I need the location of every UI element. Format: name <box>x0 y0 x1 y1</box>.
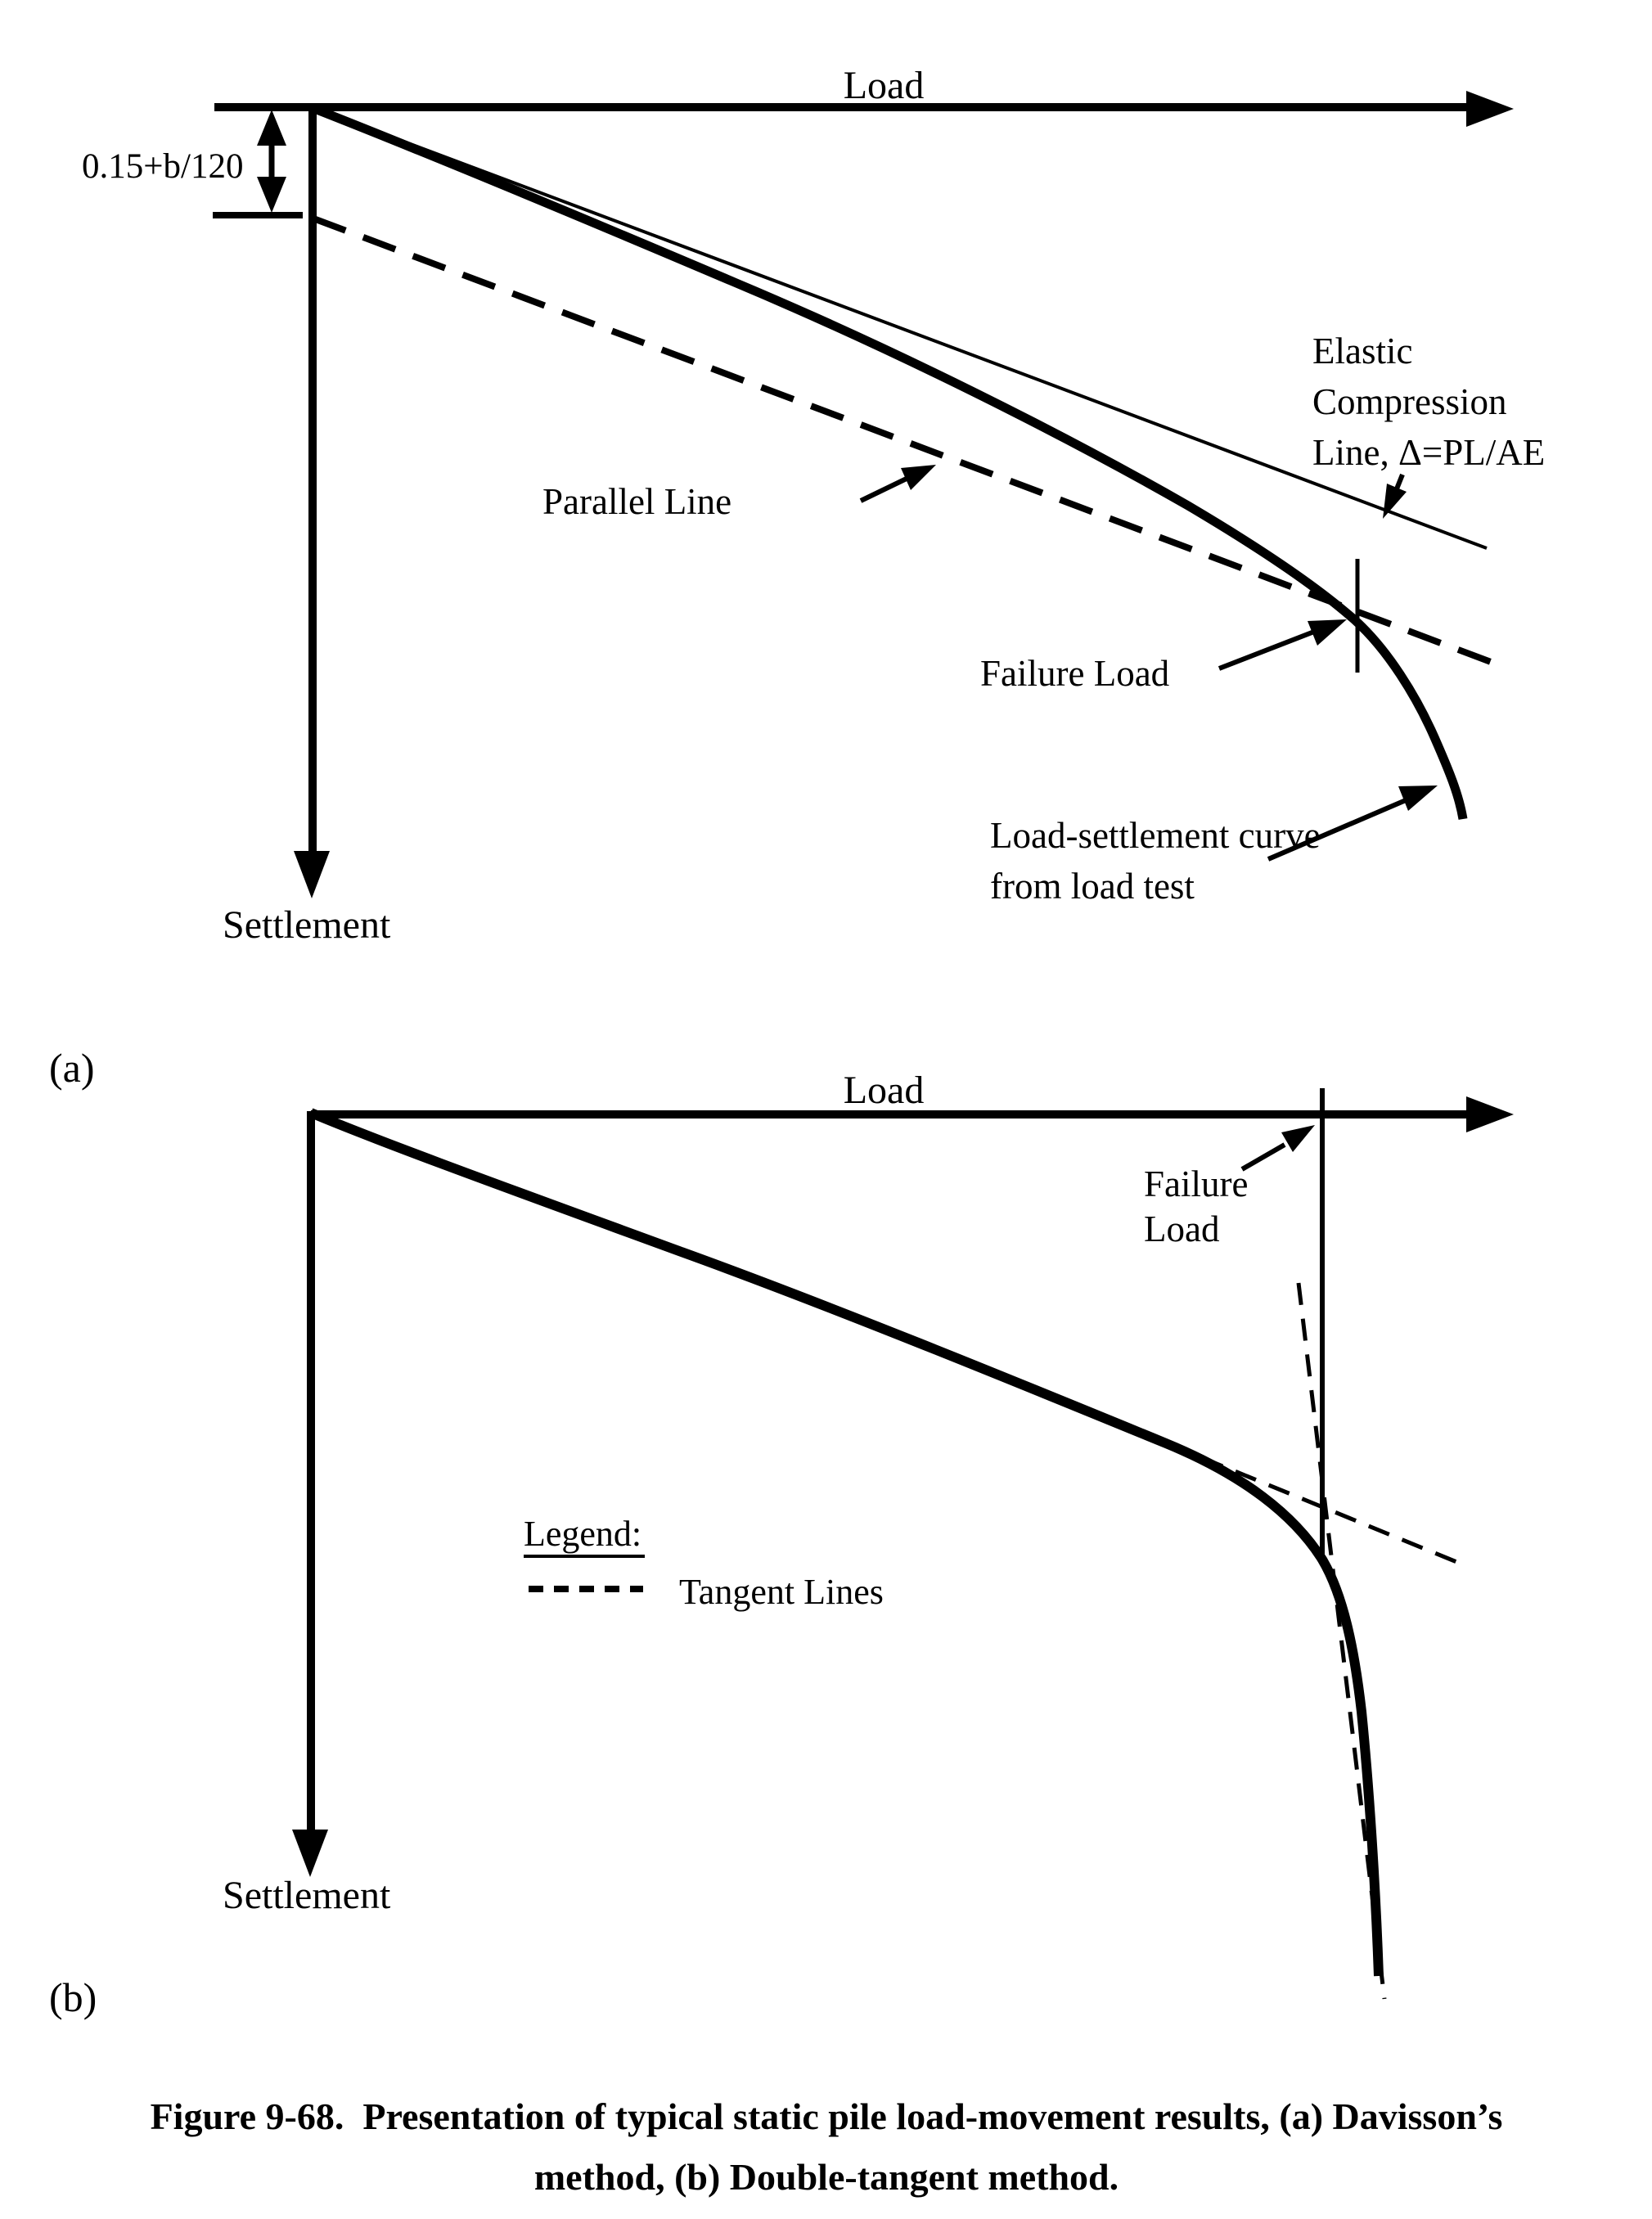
panel-b-settlement-axis-arrow-icon <box>292 1830 328 1877</box>
panel-a-elastic-label-line3: Line, Δ=PL/AE <box>1312 432 1545 473</box>
panel-a-elastic-label-line1: Elastic <box>1312 331 1412 371</box>
panel-a-settlement-axis-label: Settlement <box>223 903 391 947</box>
panel-a-elastic-compression-line <box>312 106 1488 550</box>
panel-b-load-settlement-curve <box>308 1108 1384 1977</box>
panel-b-tangent-line-steep <box>1296 1282 1387 2000</box>
panel-a-curve-arrow-icon <box>1398 785 1438 811</box>
panel-b: Load Settlement Failure Load Legend: Tan… <box>49 1069 1514 2020</box>
panel-a-parallel-arrow-shaft <box>859 474 913 503</box>
caption-line1: Figure 9-68. Presentation of typical sta… <box>151 2095 1503 2137</box>
panel-b-failure-arrow-icon <box>1281 1125 1315 1152</box>
caption-line2: method, (b) Double-tangent method. <box>534 2156 1119 2198</box>
panel-a-failure-load-label: Failure Load <box>980 653 1169 694</box>
panel-a-offset-arrow-up-icon <box>257 110 286 146</box>
panel-a-failure-arrow-shaft <box>1218 629 1316 671</box>
panel-b-legend-item-label: Tangent Lines <box>679 1572 884 1612</box>
panel-a-elastic-arrow-icon <box>1383 484 1407 519</box>
panel-a-settlement-axis-arrow-icon <box>294 851 330 898</box>
panel-a-tag: (a) <box>49 1045 95 1091</box>
panel-b-legend-title: Legend: <box>524 1514 641 1554</box>
panel-a-failure-arrow-icon <box>1308 619 1347 646</box>
panel-a-offset-label: 0.15+b/120 <box>82 147 243 186</box>
panel-a: 0.15+b/120 Load Settlement Elastic Compr… <box>49 64 1545 1091</box>
panel-b-failure-load-label-line2: Load <box>1144 1209 1219 1249</box>
panel-a-offset-arrow-down-icon <box>257 177 286 213</box>
panel-a-curve-label-line2: from load test <box>990 866 1195 907</box>
figure-caption: Figure 9-68. Presentation of typical sta… <box>151 2095 1503 2198</box>
panel-b-load-axis-label: Load <box>844 1069 925 1112</box>
panel-a-curve-arrow-shaft <box>1267 798 1407 862</box>
panel-b-failure-load-label-line1: Failure <box>1144 1164 1248 1204</box>
panel-a-curve-label-line1: Load-settlement curve <box>990 815 1321 856</box>
panel-a-load-settlement-curve <box>310 103 1468 820</box>
panel-b-settlement-axis-label: Settlement <box>223 1874 391 1917</box>
panel-a-elastic-label-line2: Compression <box>1312 381 1507 422</box>
panel-a-load-axis-arrow-icon <box>1466 91 1514 127</box>
panel-b-tag: (b) <box>49 1974 97 2020</box>
panel-b-failure-arrow-shaft <box>1240 1142 1286 1172</box>
panel-a-load-axis-label: Load <box>844 64 925 107</box>
panel-a-parallel-label: Parallel Line <box>542 481 731 522</box>
panel-a-parallel-arrow-icon <box>901 465 936 490</box>
panel-b-load-axis-arrow-icon <box>1466 1096 1514 1132</box>
